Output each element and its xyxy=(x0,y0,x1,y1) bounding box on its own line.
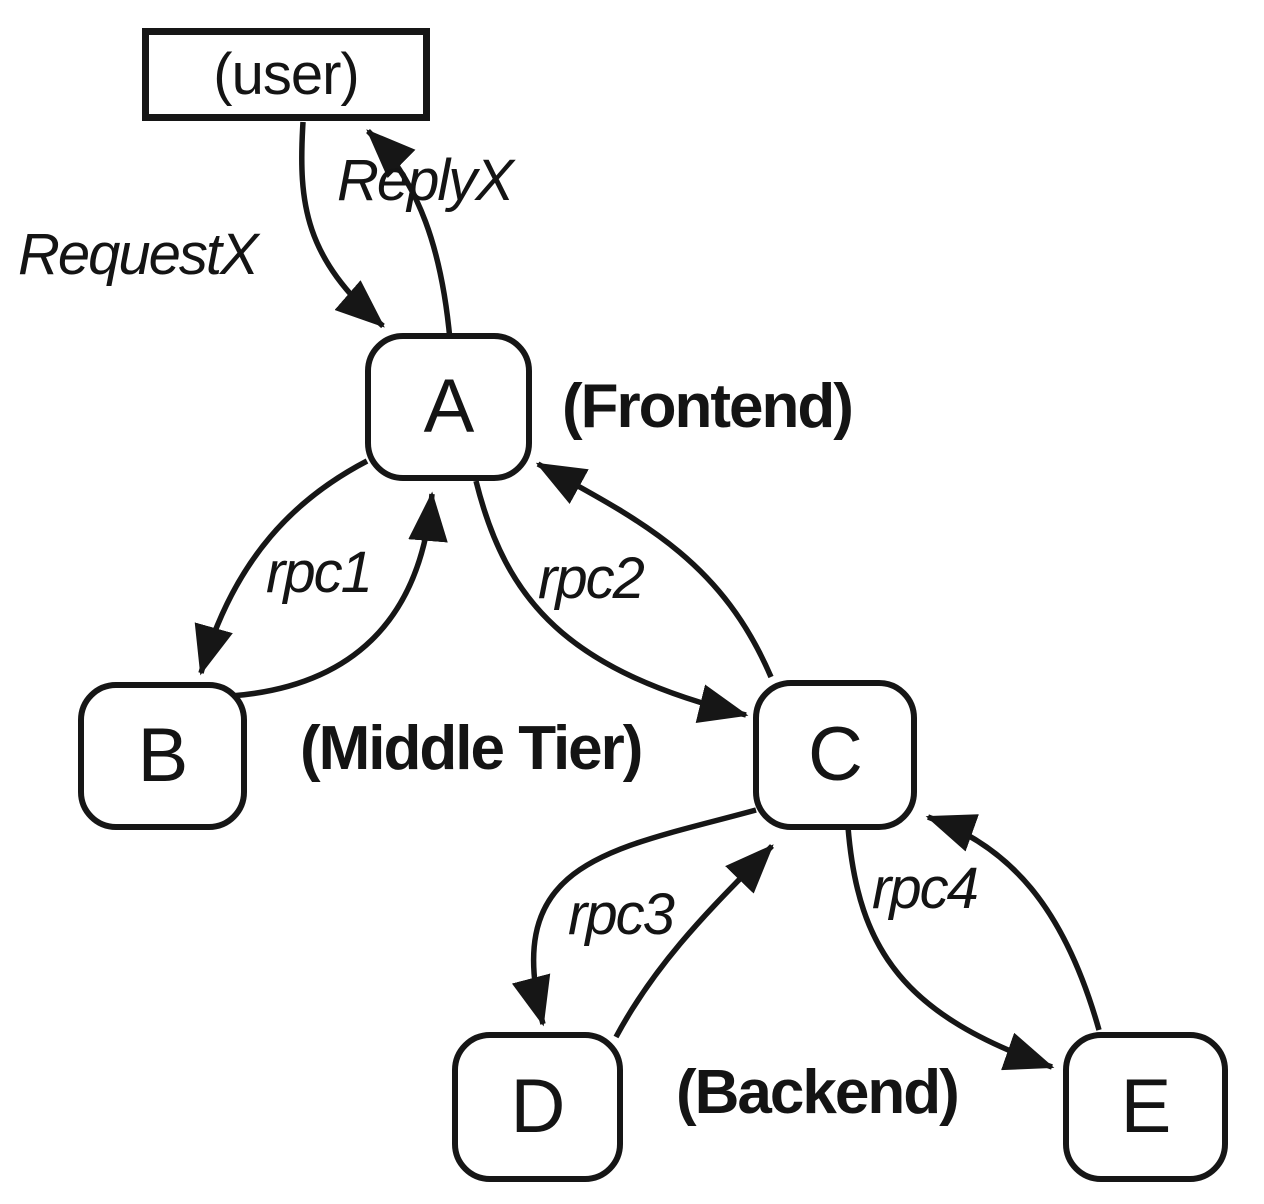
node-a: A xyxy=(365,333,532,481)
edge-a-to-user-reply xyxy=(366,129,453,341)
edge-c-to-d-rpc3 xyxy=(511,807,757,1027)
node-b: B xyxy=(78,682,247,830)
edge-e-to-c-return xyxy=(925,814,1102,1031)
node-d: D xyxy=(452,1032,623,1182)
edge-b-to-a-return xyxy=(230,491,448,699)
edge-label-replyx: ReplyX xyxy=(337,148,514,213)
edge-user-to-a-request xyxy=(299,121,385,329)
tier-label-frontend: (Frontend) xyxy=(562,372,854,441)
edge-c-to-e-rpc4 xyxy=(845,826,1055,1071)
node-b-label: B xyxy=(137,713,189,798)
edge-label-rpc4: rpc4 xyxy=(872,856,979,921)
node-user: (user) xyxy=(142,28,430,121)
tier-label-middle-tier: (Middle Tier) xyxy=(300,714,643,783)
edge-label-rpc3: rpc3 xyxy=(568,882,675,947)
node-c-label: C xyxy=(808,712,863,797)
edge-d-to-c-return xyxy=(613,844,774,1039)
edge-c-to-a-return xyxy=(535,461,774,679)
edge-label-rpc2: rpc2 xyxy=(538,546,645,611)
edge-a-to-c-rpc2 xyxy=(473,480,749,723)
node-e: E xyxy=(1063,1032,1228,1182)
edge-label-rpc1: rpc1 xyxy=(266,540,373,605)
node-c: C xyxy=(753,680,917,830)
node-d-label: D xyxy=(510,1064,566,1149)
node-user-label: (user) xyxy=(213,41,359,107)
edge-label-requestx: RequestX xyxy=(18,222,259,287)
node-e-label: E xyxy=(1120,1064,1172,1149)
tier-label-backend: (Backend) xyxy=(676,1058,960,1127)
edge-a-to-b-rpc1 xyxy=(194,458,369,676)
node-a-label: A xyxy=(423,364,475,449)
